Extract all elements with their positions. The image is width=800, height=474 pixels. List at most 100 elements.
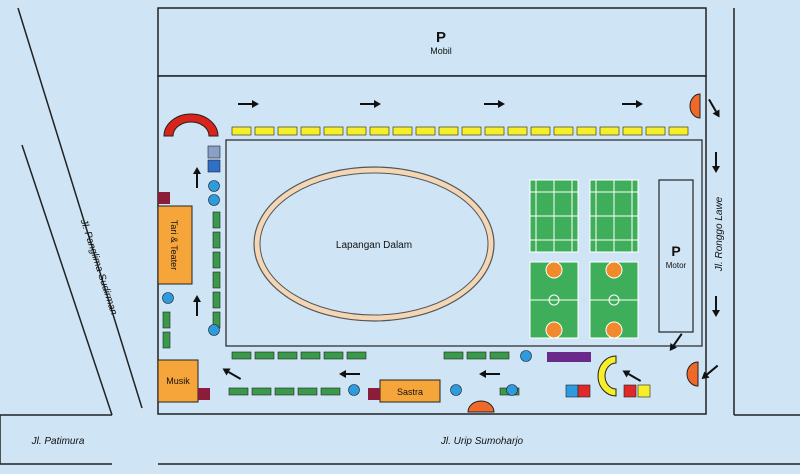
marker-circle <box>506 384 518 396</box>
flow-arrows <box>193 98 720 382</box>
green-stall <box>443 351 464 360</box>
music-building <box>157 359 199 403</box>
stage-icon <box>597 355 617 397</box>
booth-icon <box>577 384 591 398</box>
green-stall <box>231 351 252 360</box>
marker-circle <box>162 292 174 304</box>
booth-icon <box>207 159 221 173</box>
yellow-stall <box>323 126 344 136</box>
arrow-icon <box>193 295 201 316</box>
arrow-icon <box>669 333 683 352</box>
green-stall <box>251 387 272 396</box>
marker-circle <box>520 350 532 362</box>
entrance-gate-icon <box>689 93 701 119</box>
green-stall <box>212 271 221 289</box>
marker-circle <box>450 384 462 396</box>
arrow-icon <box>238 100 259 108</box>
yellow-stall <box>231 126 252 136</box>
music-label: Musik <box>166 376 190 386</box>
green-stall <box>212 211 221 229</box>
yellow-stall <box>622 126 643 136</box>
entrance-gate-icon <box>467 400 495 413</box>
road-label-patimura: Jl. Patimura <box>31 436 85 447</box>
entrance-gate-icon <box>686 361 699 387</box>
arrow-icon <box>701 364 719 380</box>
green-stall <box>466 351 487 360</box>
arrow-icon <box>222 368 242 380</box>
yellow-stall <box>438 126 459 136</box>
green-stall <box>212 291 221 309</box>
badminton-courts <box>529 179 639 253</box>
green-stall <box>320 387 341 396</box>
marker-circle <box>208 324 220 336</box>
arrow-icon <box>712 296 720 317</box>
basketball-courts <box>529 261 639 339</box>
green-stall <box>212 251 221 269</box>
purple-booth <box>547 352 591 362</box>
road-label-ronggo-lawe: Jl. Ronggo Lawe <box>714 196 725 272</box>
arrow-icon <box>193 167 201 188</box>
inner-field <box>259 172 489 316</box>
motor-parking-label: Motor <box>666 261 687 270</box>
green-stall <box>162 331 171 349</box>
green-stall <box>228 387 249 396</box>
green-stall <box>274 387 295 396</box>
marker-circle <box>208 180 220 192</box>
arrow-icon <box>622 100 643 108</box>
road-label-panglima-sudirman: Jl. Panglima Sudirman <box>77 217 119 317</box>
entrance-arch-icon <box>163 113 219 137</box>
marker-circle <box>348 384 360 396</box>
yellow-stall <box>576 126 597 136</box>
road-label-urip-sumoharjo: Jl. Urip Sumoharjo <box>440 436 524 447</box>
arrow-icon <box>708 98 720 118</box>
booth-icon <box>198 388 210 400</box>
green-stall <box>300 351 321 360</box>
green-stall <box>297 387 318 396</box>
motor-parking-area <box>658 179 694 333</box>
yellow-stall-row <box>231 126 689 136</box>
dance-theater-building <box>157 205 193 285</box>
dance-theater-label: Tari & Teater <box>169 220 179 270</box>
green-stall <box>277 351 298 360</box>
yellow-stall <box>392 126 413 136</box>
yellow-stall <box>277 126 298 136</box>
green-stall <box>212 231 221 249</box>
motor-parking-symbol: P <box>671 243 680 259</box>
green-stall <box>254 351 275 360</box>
arrow-icon <box>479 370 500 378</box>
yellow-stall <box>507 126 528 136</box>
blue-circle-markers <box>162 180 532 396</box>
arrow-icon <box>360 100 381 108</box>
car-parking-label: Mobil <box>430 46 452 56</box>
yellow-stall <box>254 126 275 136</box>
green-stall <box>346 351 367 360</box>
yellow-stall <box>300 126 321 136</box>
green-stall <box>323 351 344 360</box>
arrow-icon <box>484 100 505 108</box>
car-parking-area <box>157 7 707 77</box>
yellow-stall <box>369 126 390 136</box>
booth-icon <box>637 384 651 398</box>
literature-label: Sastra <box>397 387 423 397</box>
yellow-stall <box>553 126 574 136</box>
yellow-stall <box>530 126 551 136</box>
booth-icon <box>565 384 579 398</box>
yellow-stall <box>599 126 620 136</box>
yellow-stall <box>461 126 482 136</box>
booth-icon <box>207 145 221 159</box>
booth-icon <box>368 388 380 400</box>
green-stall <box>162 311 171 329</box>
yellow-stall <box>415 126 436 136</box>
booth-icon <box>623 384 637 398</box>
road-lines <box>0 7 800 465</box>
car-parking-symbol: P <box>436 29 446 46</box>
arrow-icon <box>339 370 360 378</box>
yellow-stall <box>346 126 367 136</box>
yellow-stall <box>668 126 689 136</box>
marker-circle <box>208 194 220 206</box>
arrow-icon <box>712 152 720 173</box>
yellow-stall <box>645 126 666 136</box>
yellow-stall <box>484 126 505 136</box>
green-stall <box>489 351 510 360</box>
